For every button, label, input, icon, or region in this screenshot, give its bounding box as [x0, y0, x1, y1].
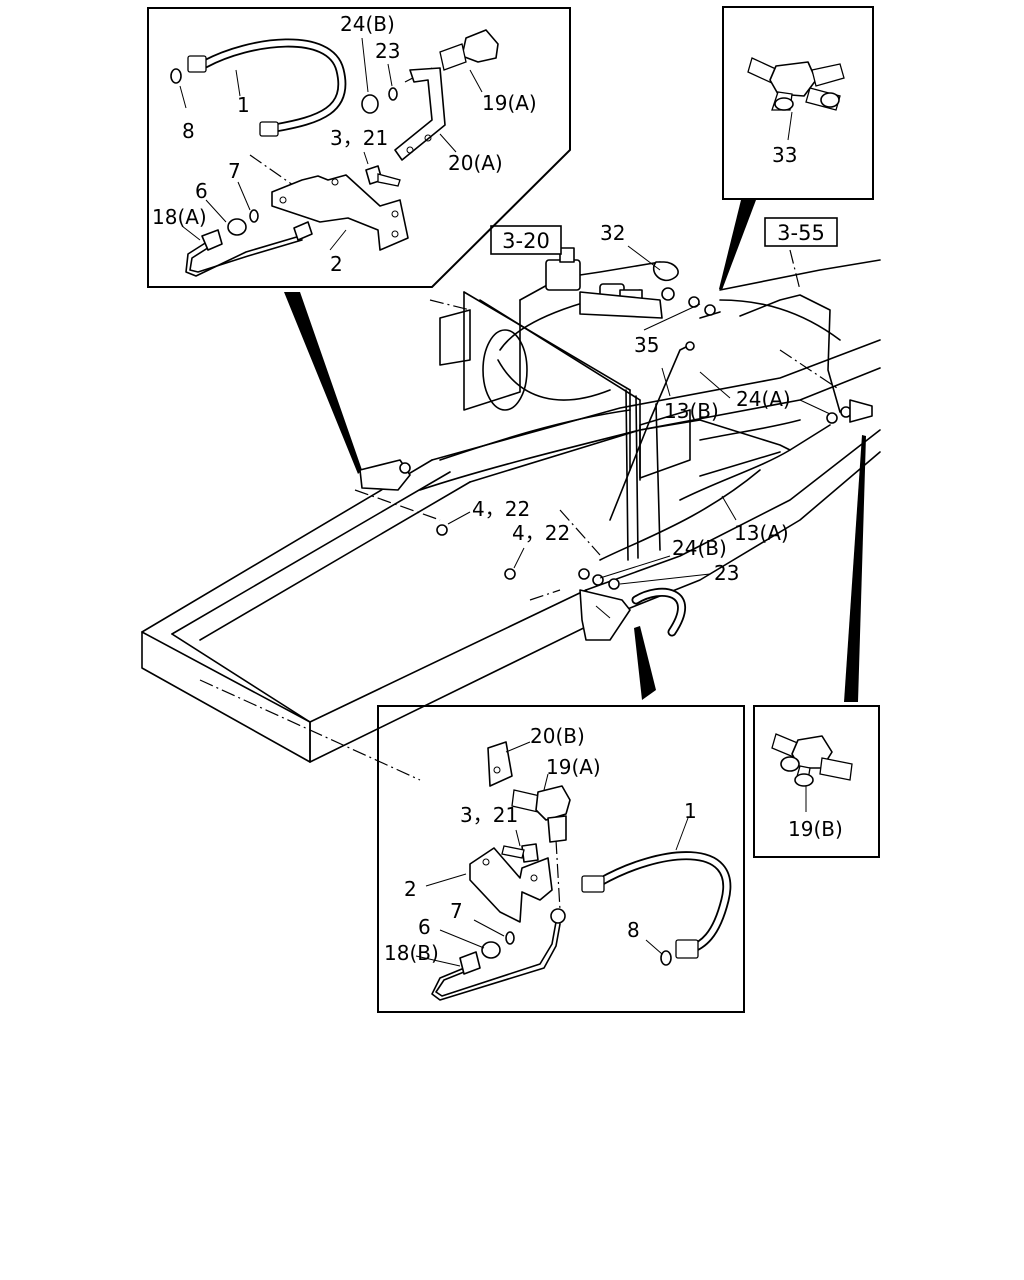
label-20b: 20(B) — [530, 724, 585, 748]
leader-32 — [627, 245, 661, 271]
label-13b: 13(B) — [664, 399, 719, 423]
label-7-top: 7 — [228, 159, 241, 183]
detail-panel-bottom — [377, 705, 745, 1013]
leader-24a — [799, 399, 831, 415]
leader-35 — [643, 303, 701, 331]
callout-pointer-top-right — [719, 200, 756, 290]
label-24a: 24(A) — [736, 387, 791, 411]
label-32: 32 — [600, 221, 625, 245]
label-1-bot: 1 — [684, 799, 697, 823]
label-1-top: 1 — [237, 93, 250, 117]
label-23-mid: 23 — [714, 561, 739, 585]
ref-3-20-text: 3-20 — [502, 229, 550, 253]
leader-23-mid — [619, 573, 711, 585]
label-6-top: 6 — [195, 179, 208, 203]
label-19a-top: 19(A) — [482, 91, 537, 115]
frame-fittings — [359, 399, 873, 641]
detail-panel-33 — [722, 6, 874, 200]
label-33: 33 — [772, 143, 797, 167]
ref-box-3-55[interactable]: 3-55 — [764, 217, 838, 247]
ref-3-55-text: 3-55 — [777, 221, 825, 245]
label-4-22-b: 4，22 — [512, 521, 570, 545]
label-23-top: 23 — [375, 39, 400, 63]
brake-pipe-13b — [599, 344, 761, 561]
label-18b: 18(B) — [384, 941, 439, 965]
callout-pointer-top-left — [284, 292, 362, 474]
label-35: 35 — [634, 333, 659, 357]
ref-box-3-20[interactable]: 3-20 — [490, 225, 562, 255]
leader-4-22-a — [447, 511, 471, 525]
detail-panel-top-left — [147, 7, 571, 288]
label-8-bot: 8 — [627, 918, 640, 942]
callout-pointer-bottom-right — [844, 435, 866, 702]
flex-hose-middle — [631, 587, 686, 637]
brake-pipe-13a — [419, 419, 831, 491]
label-20a: 20(A) — [448, 151, 503, 175]
leader-13b — [661, 367, 671, 397]
label-2-bot: 2 — [404, 877, 417, 901]
label-19b: 19(B) — [788, 817, 843, 841]
label-3-21-top: 3，21 — [330, 126, 388, 150]
leader-4-22-b — [513, 547, 525, 569]
label-7-bot: 7 — [450, 899, 463, 923]
label-4-22-a: 4，22 — [472, 497, 530, 521]
label-24b-top: 24(B) — [340, 12, 395, 36]
leader-24a-b — [699, 371, 731, 399]
leader-13a — [721, 495, 737, 521]
label-18a: 18(A) — [152, 205, 207, 229]
label-2-top: 2 — [330, 252, 343, 276]
label-19a-bot: 19(A) — [546, 755, 601, 779]
brake-valve-assembly — [545, 247, 716, 351]
label-3-21-bot: 3，21 — [460, 803, 518, 827]
label-24b-mid: 24(B) — [672, 536, 727, 560]
callout-pointer-bottom-center — [634, 626, 656, 700]
leader-24b-mid — [599, 555, 671, 579]
label-6-bot: 6 — [418, 915, 431, 939]
detail-panel-19b — [753, 705, 880, 858]
label-13a: 13(A) — [734, 521, 789, 545]
label-8-top: 8 — [182, 119, 195, 143]
